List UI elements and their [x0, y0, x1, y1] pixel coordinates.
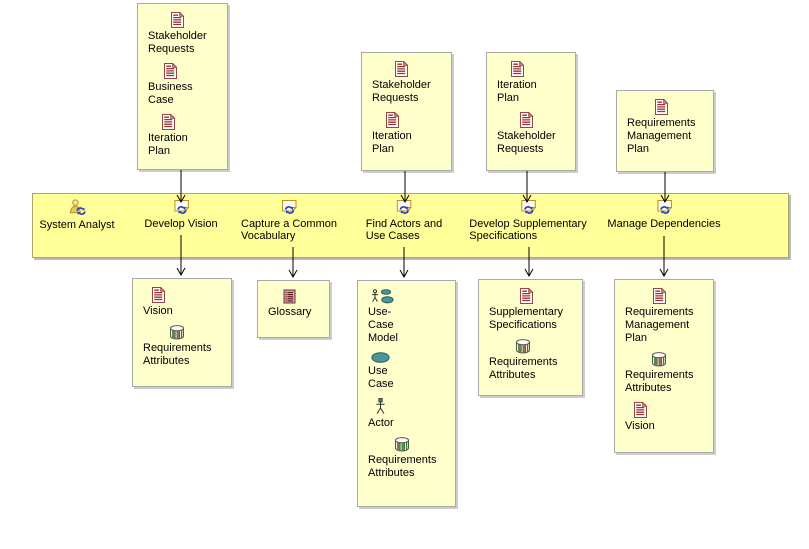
artifact-iteration-plan[interactable]: Iteration Plan: [497, 61, 537, 105]
document-icon: [519, 112, 533, 128]
artifact-requirements-management-plan[interactable]: Requirements Management Plan: [627, 99, 695, 156]
artifact-use-case[interactable]: Use Case: [368, 352, 394, 391]
activity-label: Find Actors and Use Cases: [365, 218, 443, 242]
artifact-label: Requirements Management Plan: [627, 117, 696, 155]
artifact-label: Stakeholder Requests: [372, 79, 431, 104]
use-case-icon: [371, 352, 390, 363]
artifact-label: Vision: [143, 305, 173, 317]
document-icon: [519, 288, 533, 304]
artifact-glossary[interactable]: Glossary: [268, 289, 311, 319]
activity-find-actors-use-cases[interactable]: Find Actors and Use Cases: [366, 199, 442, 242]
artifact-stakeholder-requests[interactable]: Stakeholder Requests: [148, 12, 207, 56]
artifact-label: Requirements Attributes: [489, 356, 558, 381]
artifact-requirements-attributes[interactable]: Requirements Attributes: [625, 352, 693, 395]
artifact-label: Stakeholder Requests: [148, 30, 207, 55]
activity-label: Develop Vision: [144, 218, 218, 230]
output-box-develop-supplementary: Supplementary Specifications Requirement…: [478, 279, 583, 396]
artifact-label: Iteration Plan: [372, 130, 412, 155]
output-box-find-actors: Use- Case Model Use Case Actor Requireme…: [357, 280, 456, 507]
document-icon: [654, 99, 668, 115]
artifact-label: Use- Case Model: [368, 306, 398, 344]
flow-arrow: [400, 171, 410, 204]
flow-arrow: [524, 247, 534, 278]
artifact-label: Iteration Plan: [148, 132, 188, 157]
artifact-label: Use Case: [368, 365, 394, 390]
repository-icon: [169, 325, 185, 340]
artifact-iteration-plan[interactable]: Iteration Plan: [148, 114, 188, 158]
artifact-label: Requirements Attributes: [143, 342, 212, 367]
artifact-stakeholder-requests[interactable]: Stakeholder Requests: [372, 61, 431, 105]
document-icon: [151, 287, 165, 303]
role-icon: [67, 199, 86, 216]
artifact-requirements-attributes[interactable]: Requirements Attributes: [143, 325, 211, 368]
artifact-supplementary-specifications[interactable]: Supplementary Specifications: [489, 288, 563, 332]
use-case-model-icon: [371, 289, 394, 304]
document-icon: [170, 12, 184, 28]
flow-arrow: [659, 236, 669, 278]
document-icon: [163, 63, 177, 79]
activity-label: Develop Supplementary Specifications: [469, 218, 587, 242]
activity-capture-common-vocabulary[interactable]: Capture a Common Vocabulary: [241, 199, 337, 242]
activity-develop-supplementary-specifications[interactable]: Develop Supplementary Specifications: [469, 199, 587, 242]
output-box-capture-vocabulary: Glossary: [257, 280, 330, 338]
flow-arrow: [176, 235, 186, 277]
activity-label: Capture a Common Vocabulary: [241, 218, 337, 242]
document-icon: [510, 61, 524, 77]
flow-arrow: [522, 171, 532, 204]
document-icon: [633, 402, 647, 418]
document-icon: [652, 288, 666, 304]
output-box-develop-vision: Vision Requirements Attributes: [132, 278, 232, 387]
input-box-develop-supplementary: Iteration Plan Stakeholder Requests: [486, 52, 576, 171]
artifact-use-case-model[interactable]: Use- Case Model: [368, 289, 398, 345]
artifact-requirements-attributes[interactable]: Requirements Attributes: [489, 339, 557, 382]
artifact-label: Stakeholder Requests: [497, 130, 556, 155]
artifact-business-case[interactable]: Business Case: [148, 63, 193, 107]
artifact-label: Iteration Plan: [497, 79, 537, 104]
input-box-manage-dependencies: Requirements Management Plan: [616, 90, 714, 172]
role-label: System Analyst: [39, 219, 115, 231]
output-box-manage-dependencies: Requirements Management Plan Requirement…: [614, 279, 714, 453]
activity-develop-vision[interactable]: Develop Vision: [144, 199, 218, 230]
role-system-analyst[interactable]: System Analyst: [39, 199, 115, 231]
artifact-label: Supplementary Specifications: [489, 306, 563, 331]
document-icon: [394, 61, 408, 77]
artifact-label: Business Case: [148, 81, 193, 106]
activity-manage-dependencies[interactable]: Manage Dependencies: [607, 199, 721, 230]
document-icon: [385, 112, 399, 128]
actor-icon: [374, 398, 387, 415]
artifact-label: Requirements Management Plan: [625, 306, 694, 344]
flow-arrow: [399, 247, 409, 279]
artifact-label: Actor: [368, 417, 394, 429]
artifact-vision[interactable]: Vision: [143, 287, 173, 318]
repository-icon: [394, 437, 410, 452]
flow-arrow: [660, 172, 670, 204]
document-icon: [161, 114, 175, 130]
activity-label: Manage Dependencies: [607, 218, 721, 230]
artifact-label: Requirements Attributes: [368, 454, 437, 479]
artifact-label: Vision: [625, 420, 655, 432]
artifact-stakeholder-requests[interactable]: Stakeholder Requests: [497, 112, 556, 156]
artifact-vision[interactable]: Vision: [625, 402, 655, 433]
artifact-requirements-attributes[interactable]: Requirements Attributes: [368, 437, 436, 480]
activity-icon: [279, 199, 299, 215]
repository-icon: [651, 352, 667, 367]
flow-arrow: [288, 247, 298, 279]
glossary-icon: [283, 289, 296, 304]
input-box-develop-vision: Stakeholder Requests Business Case Itera…: [137, 3, 228, 170]
artifact-label: Glossary: [268, 306, 312, 318]
repository-icon: [515, 339, 531, 354]
input-box-find-actors: Stakeholder Requests Iteration Plan: [361, 52, 452, 171]
flow-arrow: [176, 170, 186, 204]
artifact-iteration-plan[interactable]: Iteration Plan: [372, 112, 412, 156]
artifact-requirements-management-plan[interactable]: Requirements Management Plan: [625, 288, 693, 345]
artifact-actor[interactable]: Actor: [368, 398, 394, 430]
artifact-label: Requirements Attributes: [625, 369, 694, 394]
